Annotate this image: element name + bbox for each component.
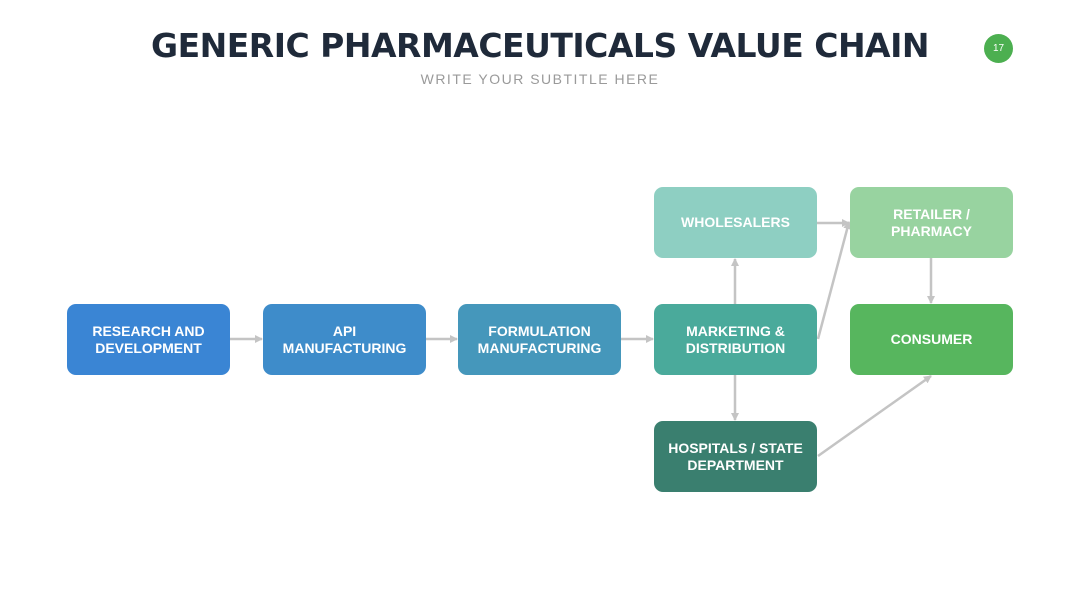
- page-title: GENERIC PHARMACEUTICALS VALUE CHAIN: [151, 26, 930, 65]
- arrow-hospitals-to-consumer: [817, 374, 932, 458]
- node-wholesalers: WHOLESALERS: [654, 187, 817, 258]
- page-number-badge: 17: [984, 34, 1013, 63]
- node-api-manufacturing: API MANUFACTURING: [263, 304, 426, 375]
- node-formulation-manufacturing: FORMULATION MANUFACTURING: [458, 304, 621, 375]
- arrow-marketing-to-retailer: [816, 221, 852, 340]
- node-consumer: CONSUMER: [850, 304, 1013, 375]
- node-marketing-and-distribution: MARKETING & DISTRIBUTION: [654, 304, 817, 375]
- node-hospitals-state-department: HOSPITALS / STATE DEPARTMENT: [654, 421, 817, 492]
- node-retailer-pharmacy: RETAILER / PHARMACY: [850, 187, 1013, 258]
- node-research-and-development: RESEARCH AND DEVELOPMENT: [67, 304, 230, 375]
- page-subtitle: WRITE YOUR SUBTITLE HERE: [420, 71, 660, 87]
